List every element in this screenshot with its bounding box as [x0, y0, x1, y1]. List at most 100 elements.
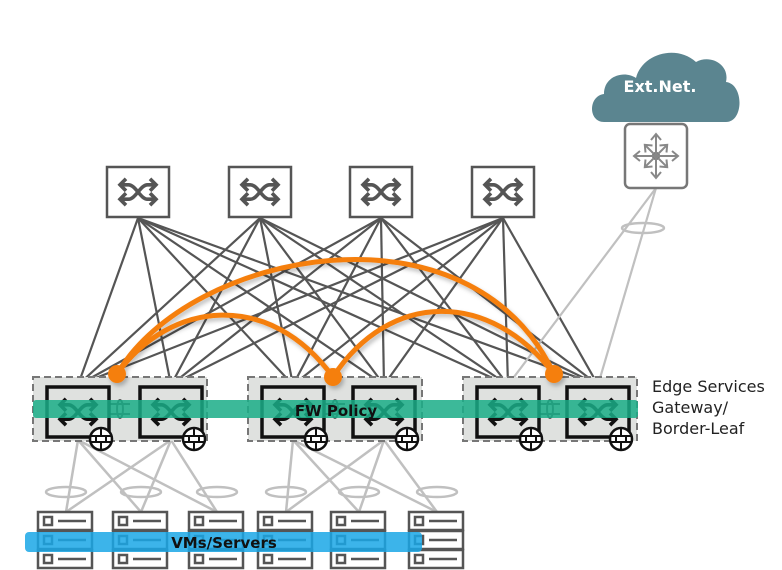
edge-label-line-2: Gateway/ [652, 398, 729, 417]
server-led [117, 515, 129, 527]
router-arrowhead-2 [650, 171, 662, 180]
fabric-link-s4-l4 [383, 217, 504, 386]
firewall-icon-2 [181, 426, 207, 452]
access-link-g2-s6-l2 [382, 439, 439, 513]
cloud-label: Ext.Net. [624, 77, 697, 96]
vtep-endpoint-3 [545, 365, 563, 383]
firewall-icon [394, 426, 420, 452]
cloud-icon [592, 52, 740, 122]
access-lag-ellipse-6 [415, 485, 459, 499]
fabric-link-s1-l2 [136, 217, 173, 386]
fabric-link-s1-l4 [137, 217, 385, 386]
fabric-link-s4-l6 [502, 217, 599, 386]
server-led [262, 553, 274, 565]
server-led [413, 515, 425, 527]
edge-label-line-3: Border-Leaf [652, 419, 745, 438]
router-arrowhead-1 [650, 132, 662, 141]
firewall-icon [608, 426, 634, 452]
access-lag-ellipse-4 [264, 485, 308, 499]
uplink-2 [596, 187, 658, 386]
router-arrowhead-8 [643, 143, 653, 153]
fabric-link-s1-l6 [137, 216, 599, 387]
access-link-g2-s5-l1 [292, 439, 360, 513]
firewall-icon [518, 426, 544, 452]
vxlan-arcs [108, 256, 563, 386]
router-arrowhead-5 [659, 159, 669, 169]
firewall-icon [181, 426, 207, 452]
firewall-icon-1 [88, 426, 114, 452]
firewall-icon [303, 426, 329, 452]
server-led [42, 515, 54, 527]
fabric-links [76, 187, 666, 387]
fw-policy-label: FW Policy [295, 402, 377, 420]
firewall-icon-5 [518, 426, 544, 452]
spine-switch-1 [105, 165, 171, 219]
fabric-link-s2-l1 [77, 217, 261, 386]
access-link-g1-s1-l2 [65, 438, 172, 514]
access-lag-ellipse-1 [44, 485, 88, 499]
vms-servers-band [25, 532, 422, 552]
fabric-link-s2-l5 [259, 217, 509, 386]
vxlan-arc-2-3 [330, 308, 557, 380]
vtep-endpoint-1 [108, 365, 126, 383]
vxlan-arc-1-2 [114, 312, 336, 380]
server-led [193, 553, 205, 565]
server-led [42, 553, 54, 565]
server-led [413, 553, 425, 565]
vtep-endpoint-2 [324, 368, 342, 386]
router-arrowhead-3 [671, 150, 680, 162]
access-link-g1-s2-l2 [139, 439, 173, 513]
spine-switch-3 [348, 165, 414, 219]
vms-label: VMs/Servers [171, 534, 277, 552]
router-spoke-5 [655, 155, 668, 168]
firewall-icon-3 [303, 426, 329, 452]
fabric-link-s2-l2 [170, 217, 261, 386]
access-link-g2-s6-l1 [292, 438, 438, 514]
server-led [193, 515, 205, 527]
edge-services-label: Edge Services Gateway/ Border-Leaf [652, 376, 765, 439]
fabric-link-s4-l3 [292, 217, 504, 386]
access-lag-ellipse-2 [119, 485, 163, 499]
firewall-icon-6 [608, 426, 634, 452]
access-link-g1-s1-l1 [64, 439, 80, 513]
fabric-link-s2-l4 [259, 217, 385, 386]
access-link-g1-s2-l1 [77, 439, 142, 513]
uplink-lag-ellipse [620, 221, 666, 235]
edge-label-line-1: Edge Services [652, 377, 765, 396]
fabric-link-s3-l2 [170, 217, 382, 386]
server-led [117, 553, 129, 565]
server-led [335, 553, 347, 565]
access-lag-ellipse-3 [195, 485, 239, 499]
overlays [25, 400, 638, 552]
server-led [335, 515, 347, 527]
fabric-link-s4-l2 [170, 217, 504, 386]
fabric-link-s3-l4 [379, 217, 386, 386]
access-link-g2-s4-l2 [285, 438, 385, 514]
access-lag-ellipse-5 [337, 485, 381, 499]
router-arrowhead-7 [659, 143, 669, 153]
vxlan-arc-group [108, 256, 563, 386]
access-link-g1-s3-l2 [169, 439, 219, 513]
vxlan-arc-1-3 [114, 256, 557, 377]
router-arrowhead-4 [632, 150, 641, 162]
labels: Ext.Net. FW Policy VMs/Servers [171, 77, 696, 552]
firewall-icon-4 [394, 426, 420, 452]
firewall-icon [88, 426, 114, 452]
fabric-link-s4-l5 [501, 217, 510, 386]
access-link-g2-s4-l1 [284, 439, 295, 513]
fw-policy-band [33, 400, 638, 418]
fabric-link-s4-l1 [77, 216, 504, 387]
fabric-link-s1-l1 [76, 217, 140, 386]
router-spoke-6 [644, 155, 657, 168]
access-link-g1-s3-l1 [77, 438, 218, 514]
spine-switch-4 [470, 165, 536, 219]
access-links [44, 438, 459, 514]
router-icon [623, 122, 689, 190]
fabric-link-s3-l6 [380, 217, 599, 386]
router-spoke-7 [655, 144, 668, 157]
router-spoke-8 [644, 144, 657, 157]
access-link-g2-s5-l2 [357, 439, 386, 513]
server-led [262, 515, 274, 527]
router-arrowhead-6 [643, 159, 653, 169]
